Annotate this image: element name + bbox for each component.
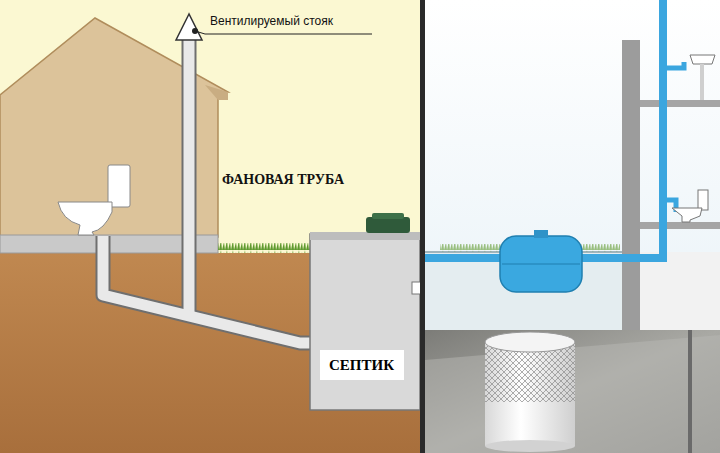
grass — [218, 243, 310, 253]
toilet-tank — [108, 165, 130, 207]
toilet-bowl — [58, 202, 112, 235]
vent-cap — [176, 14, 202, 40]
tank-label-box: СЕПТИК — [320, 350, 404, 380]
drain-pipe — [103, 236, 312, 343]
leader-line — [195, 31, 372, 34]
floor — [640, 100, 720, 107]
septic-tank — [310, 234, 420, 410]
branch-pipe — [663, 62, 684, 68]
storage-tank — [500, 236, 582, 292]
tank-lid — [366, 217, 410, 233]
sink — [690, 55, 715, 64]
toilet-bowl — [672, 208, 702, 222]
fan-pipe-label: ФАНОВАЯ ТРУБА — [222, 172, 344, 188]
outlet-pipe — [412, 282, 421, 294]
node-text: СЕПТИК — [329, 356, 395, 374]
sink-stand — [700, 64, 704, 100]
toilet-tank — [698, 190, 708, 210]
vent-pipe — [184, 40, 195, 316]
basement — [640, 252, 720, 330]
tank-rim — [310, 232, 420, 240]
sewer-pipe — [425, 0, 663, 258]
wall — [622, 40, 640, 330]
tank-neck — [534, 230, 548, 238]
concrete — [425, 335, 720, 453]
bucket-rim — [485, 332, 575, 352]
bucket-base — [485, 440, 575, 452]
drain-pipe-outline — [103, 236, 312, 343]
pole — [688, 330, 692, 453]
vent-pipe-outline — [182, 40, 197, 316]
floor — [640, 222, 720, 229]
tank-lid-top — [372, 213, 404, 219]
bucket — [485, 342, 575, 446]
photo-ground — [425, 330, 720, 453]
tank-seam — [502, 264, 580, 265]
sky — [425, 0, 720, 330]
sky — [0, 0, 421, 255]
divider — [420, 0, 425, 453]
eave — [205, 85, 228, 100]
vent-stack-label: Вентилируемый стояк — [210, 14, 333, 28]
